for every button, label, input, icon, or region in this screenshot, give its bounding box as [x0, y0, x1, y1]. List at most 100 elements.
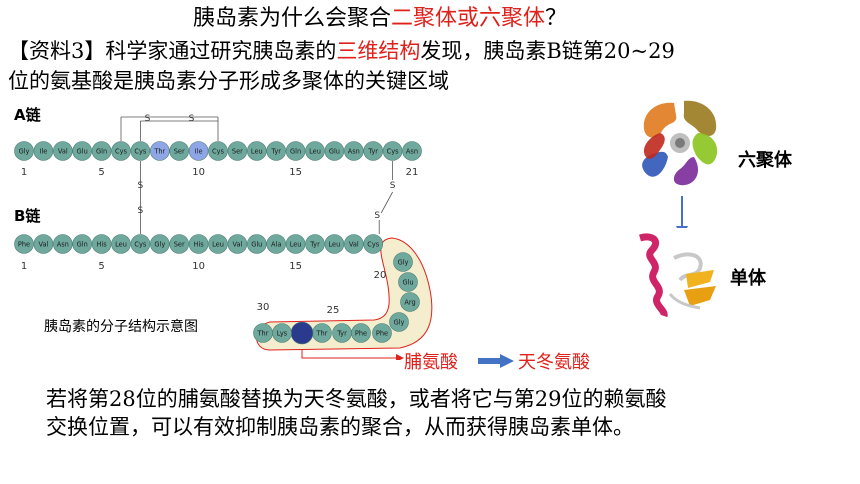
proline-pointer-arrow-icon [396, 354, 404, 360]
material-paragraph: 【资料3】科学家通过研究胰岛素的三维结构发现，胰岛素B链第20~29 位的氨基酸… [8, 36, 858, 96]
residue-a-19 [363, 141, 384, 161]
residue-b-18-label: Val [349, 240, 359, 248]
residue-number: 1 [21, 261, 27, 272]
residue-b-8 [150, 234, 170, 254]
residue-b-11-label: Leu [212, 240, 224, 248]
residue-a-4 [72, 141, 92, 161]
residue-b-26-label: Tyr [336, 329, 347, 337]
residue-a-6-label: Cys [115, 147, 128, 155]
residue-a-15-label: Gln [290, 147, 301, 155]
residue-b-18 [343, 234, 364, 254]
page-title: 胰岛素为什么会聚合二聚体或六聚体？ [0, 4, 760, 34]
residue-b-13 [246, 234, 267, 254]
mutation-to: 天冬氨酸 [518, 352, 590, 373]
bond-line [380, 191, 393, 214]
residue-b-20-label: Gly [398, 258, 409, 266]
residue-a-1-label: Gly [19, 147, 30, 155]
residue-b-25-label: Phe [355, 329, 367, 337]
residue-b-3-label: Asn [57, 240, 69, 248]
residue-b-5-label: His [96, 240, 107, 248]
residue-b-15 [285, 234, 306, 254]
residue-b-11 [208, 234, 228, 254]
residue-a-8-label: Thr [153, 147, 165, 155]
residue-b-26 [332, 323, 352, 343]
residue-number: 30 [257, 302, 270, 313]
monomer-label: 单体 [730, 268, 766, 289]
residue-a-4-label: Glu [77, 147, 88, 155]
residue-b-21 [398, 272, 418, 292]
residue-b-15-label: Leu [290, 240, 302, 248]
residue-b-17-label: Leu [329, 240, 341, 248]
conclusion-paragraph: 若将第28位的脯氨酸替换为天冬氨酸，或者将它与第29位的赖氨酸 交换位置，可以有… [46, 385, 836, 441]
residue-b-5 [91, 234, 112, 254]
residue-number: 5 [98, 167, 104, 178]
residue-b-23-label: Gly [394, 318, 405, 326]
residue-number: 20 [374, 270, 387, 281]
residue-a-5-label: Gln [96, 147, 107, 155]
material-highlight: 三维结构 [336, 39, 421, 63]
residue-b-16 [305, 234, 325, 254]
residue-a-6 [111, 141, 131, 161]
residue-a-20-label: Cys [387, 147, 400, 155]
sulfur-label: S [145, 114, 151, 124]
residue-b-2 [33, 234, 54, 254]
residue-b-6-label: Leu [115, 240, 127, 248]
residue-b-19 [363, 234, 384, 254]
mutation-from: 脯氨酸 [404, 352, 458, 373]
residue-b-10-label: His [193, 240, 204, 248]
residue-b-12 [227, 234, 248, 254]
residue-b-29-label: Lys [277, 329, 288, 337]
residue-b-10 [188, 234, 209, 254]
residue-a-18 [343, 141, 364, 161]
material-text-a: 【资料3】科学家通过研究胰岛素的 [8, 39, 337, 63]
residue-b-6 [111, 234, 131, 254]
residue-b-9 [169, 234, 189, 254]
residue-a-21-label: Asn [406, 147, 418, 155]
residue-b-20 [393, 252, 413, 272]
chain-b-label: B链 [14, 207, 41, 225]
diagram-caption: 胰岛素的分子结构示意图 [44, 319, 198, 335]
residue-b-3 [52, 234, 73, 254]
residue-a-14 [266, 141, 287, 161]
title-highlight: 二聚体或六聚体 [390, 6, 545, 31]
residue-number: 10 [192, 167, 205, 178]
residue-b-9-label: Ser [174, 240, 185, 248]
sulfur-label: S [390, 181, 396, 191]
residue-a-2 [33, 141, 54, 161]
sulfur-label: S [374, 211, 380, 221]
residue-b-21-label: Glu [402, 278, 413, 286]
residue-a-7-label: Cys [134, 147, 147, 155]
residue-a-9-label: Ser [174, 147, 185, 155]
residue-a-19-label: Tyr [367, 147, 378, 155]
residue-a-17-label: Glu [329, 147, 340, 155]
residue-a-10-label: Ile [195, 147, 203, 155]
residue-b-13-label: Glu [251, 240, 262, 248]
residue-b-16-label: Tyr [309, 240, 320, 248]
residue-a-3 [52, 141, 73, 161]
residue-a-13-label: Leu [251, 147, 263, 155]
residue-b-12-label: Val [232, 240, 242, 248]
residue-a-7 [130, 141, 151, 161]
residue-a-13 [246, 141, 267, 161]
residue-b-28 [290, 321, 314, 345]
residue-number: 25 [327, 305, 340, 316]
residue-b-27-label: Thr [316, 329, 328, 337]
residue-a-8 [150, 141, 170, 161]
residue-b-22-label: Arg [404, 298, 415, 306]
residue-b-4 [72, 234, 92, 254]
sulfur-label: S [189, 114, 195, 124]
chain-a-label: A链 [14, 106, 42, 124]
residue-b-1-label: Phe [18, 240, 30, 248]
material-line-1: 【资料3】科学家通过研究胰岛素的三维结构发现，胰岛素B链第20~29 [8, 36, 858, 66]
residue-a-16-label: Leu [309, 147, 321, 155]
title-prefix: 胰岛素为什么会聚合 [192, 6, 391, 31]
residue-b-1 [14, 234, 34, 254]
mutation-arrow-icon [478, 354, 514, 368]
hexamer-structure-image [634, 95, 726, 193]
residue-number: 15 [289, 167, 302, 178]
residue-b-19-label: Cys [367, 240, 380, 248]
title-suffix: ？ [545, 6, 568, 31]
sulfur-label: S [138, 206, 144, 216]
